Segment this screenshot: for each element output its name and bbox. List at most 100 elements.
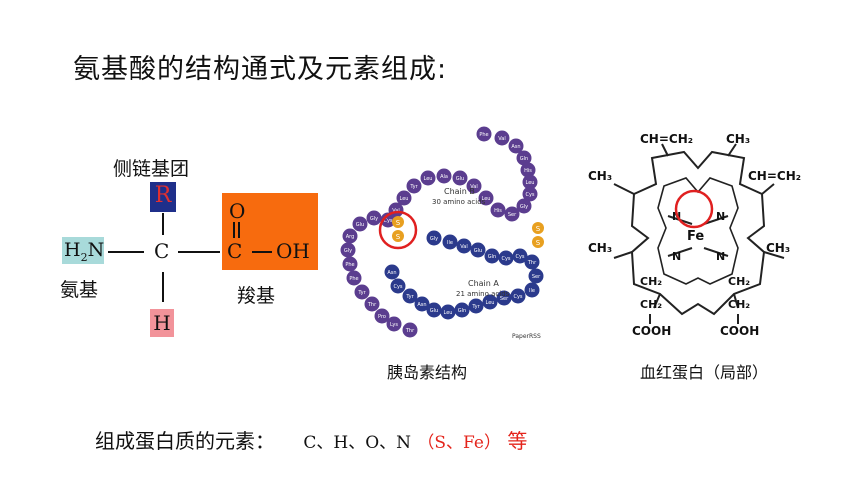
chain-a-residue <box>426 302 442 318</box>
chain-a-residue <box>510 288 526 304</box>
heme-ch2-2: CH₂ <box>728 275 750 288</box>
chain-b-residue <box>508 138 524 154</box>
disulfide-label: S <box>536 239 541 247</box>
chain-b-residue <box>386 316 402 332</box>
bond-c-oh <box>252 251 272 253</box>
chain-a-residue-label: Ser <box>500 296 509 302</box>
chain-b-residue-label: Gly <box>520 204 528 210</box>
chain-b-residue-label: Lys <box>390 322 398 328</box>
hydrogen: H <box>153 311 171 335</box>
carboxyl-carbon: C <box>227 239 243 263</box>
chain-a-residue <box>484 248 500 264</box>
chain-a-residue <box>528 268 544 284</box>
chain-b-residue <box>346 270 362 286</box>
bond-c-c <box>178 251 220 253</box>
fe-highlight-circle <box>674 189 714 229</box>
chain-b-residue-label: Phe <box>345 262 354 268</box>
heme-fe: Fe <box>687 229 704 244</box>
chain-a-residue <box>442 234 458 250</box>
composition-label: 组成蛋白质的元素： <box>95 429 275 453</box>
chain-b-residue <box>516 198 532 214</box>
heme-cooh-2: COOH <box>720 324 759 338</box>
chain-a-residue <box>456 238 472 254</box>
chain-b-residue-label: Cys <box>383 218 392 224</box>
heme-caption: 血红蛋白（局部） <box>640 363 769 382</box>
chain-b-residue <box>396 190 412 206</box>
chain-a-residue <box>454 302 470 318</box>
chain-b-residue <box>402 322 418 338</box>
chain-b-residue <box>406 178 422 194</box>
chain-a-residue <box>468 298 484 314</box>
chain-a-residue-label: Thr <box>527 260 537 266</box>
chain-a-residue <box>512 248 528 264</box>
disulfide-bead <box>392 230 404 242</box>
heme-left-methyl: CH₃ <box>588 241 612 255</box>
chain-a-residue-label: Gln <box>458 308 466 314</box>
chain-a-residue-label: Glu <box>430 308 438 314</box>
chain-b-residue-label: Gly <box>370 216 378 222</box>
chain-b-residue <box>520 162 536 178</box>
chain-b-residue-label: Val <box>470 184 478 190</box>
hydroxyl: OH <box>276 239 310 263</box>
heme-top-vinyl: CH=CH₂ <box>640 132 693 146</box>
chain-b-residue-label: Gly <box>344 248 352 254</box>
chain-a-residue-label: Leu <box>444 310 453 316</box>
chain-b-residue-label: Tyr <box>357 290 366 296</box>
chain-b-residue <box>522 186 538 202</box>
chain-b-residue <box>466 178 482 194</box>
chain-a-residue-label: Cys <box>501 256 510 262</box>
alpha-carbon: C <box>154 239 170 263</box>
r-group-box <box>150 182 176 212</box>
r-group: R <box>154 183 172 208</box>
double-bond-right <box>238 222 240 238</box>
disulfide-label: S <box>396 219 401 227</box>
heme-n-3: N <box>672 250 681 263</box>
heme-ch2-1: CH₂ <box>640 275 662 288</box>
chain-a-residue <box>426 230 442 246</box>
chain-a-residue <box>440 304 456 320</box>
chain-b-residue <box>380 212 396 228</box>
chain-a-residue <box>498 250 514 266</box>
chain-b-residue-label: Leu <box>424 176 433 182</box>
chain-a-residue <box>414 296 430 312</box>
chain-b-residue <box>452 170 468 186</box>
chain-b-residue-label: Phe <box>349 276 358 282</box>
bond-n-c <box>108 251 144 253</box>
chain-b-residue <box>340 242 356 258</box>
chain-a-residue-label: Tyr <box>405 294 414 300</box>
chain-b-residue-label: Gln <box>520 156 528 162</box>
chain-a-title: Chain A <box>468 279 499 288</box>
chain-b-chain: PheValAsnGlnHisLeuCysGlySerHisLeuValGluA… <box>340 126 538 338</box>
chain-b-residue-label: Val <box>498 136 506 142</box>
carboxyl-label: 羧基 <box>237 285 276 307</box>
disulfide-bead <box>392 216 404 228</box>
chain-a-residue-label: Tyr <box>471 304 480 310</box>
chain-b-residue <box>354 284 370 300</box>
bond-c-r <box>162 213 164 235</box>
heme-right-vinyl: CH=CH₂ <box>748 169 801 183</box>
chain-b-residue-label: Pro <box>378 314 386 320</box>
bond-c-h <box>162 272 164 302</box>
chain-a-residue-label: Val <box>460 244 468 250</box>
chain-b-residue-label: Leu <box>482 196 491 202</box>
chain-a-residue-label: Gly <box>430 236 438 242</box>
watermark: PaperRSS <box>512 333 541 340</box>
composition-suffix: 等 <box>507 429 528 453</box>
composition-line: 组成蛋白质的元素： C、H、O、N （S、Fe） 等 <box>95 425 527 454</box>
chain-a-residue <box>482 294 498 310</box>
heme-ch2-3: CH₂ <box>640 298 662 311</box>
chain-b-residue-label: Tyr <box>409 184 418 190</box>
chain-b-residue-label: Ala <box>440 174 448 180</box>
disulfide-highlight-circle <box>378 210 418 250</box>
heme-diagram: CH=CH₂ CH₃ CH₃ CH=CH₂ CH₃ CH₃ N N N N Fe… <box>588 128 808 340</box>
composition-extra: （S、Fe） <box>417 433 501 453</box>
chain-a-residue-label: Asn <box>417 302 426 308</box>
heme-n-4: N <box>716 250 725 263</box>
chain-b-residue-label: Ser <box>508 212 517 218</box>
chain-b-residue-label: Phe <box>479 132 488 138</box>
chain-a-residue-label: Leu <box>486 300 495 306</box>
chain-b-residue <box>374 308 390 324</box>
amino-group: H2N <box>64 239 105 264</box>
insulin-caption: 胰岛素结构 <box>387 363 468 382</box>
chain-b-residue-label: Glu <box>456 176 464 182</box>
